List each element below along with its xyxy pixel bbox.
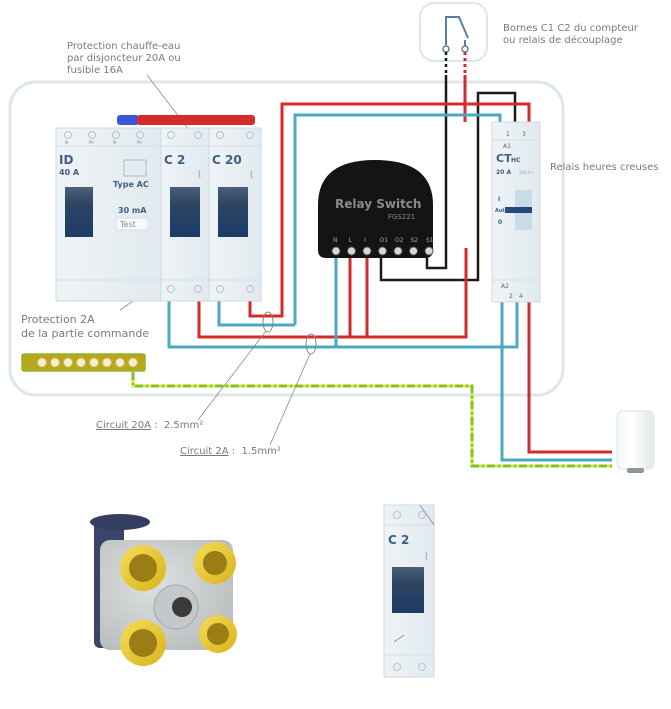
terminal-label: N	[113, 140, 116, 145]
relay-terminal-label: L	[349, 237, 353, 244]
ground-terminal	[89, 357, 99, 368]
terminal-screw	[88, 131, 96, 139]
terminal-screw	[194, 285, 202, 293]
svg-text:3: 3	[522, 131, 526, 138]
breaker-lever[interactable]	[392, 567, 424, 613]
terminal-screw	[167, 131, 175, 139]
test-label: Test	[119, 220, 136, 229]
terminal-screw	[112, 131, 120, 139]
terminal-screw	[216, 131, 224, 139]
terminal-screw	[246, 131, 254, 139]
schematic-icon	[123, 159, 147, 177]
curve-icon: ⌇	[424, 552, 429, 563]
svg-text:0: 0	[498, 219, 502, 226]
terminal-screw	[167, 285, 175, 293]
water-heater-protection-note: Protection chauffe-eau par disjoncteur 2…	[67, 41, 181, 76]
relay-terminal-label: I	[364, 237, 366, 244]
cable-marker-20a	[262, 311, 274, 333]
ground-bar	[21, 353, 146, 372]
relay-terminal-label: S2	[411, 237, 419, 244]
svg-text:4: 4	[519, 293, 523, 300]
breaker-name: C 2	[388, 533, 409, 547]
relay-switch-model: FGS221	[388, 213, 415, 221]
contactor-name: CT	[496, 152, 512, 165]
terminal-screw	[194, 131, 202, 139]
terminal-screw	[216, 285, 224, 293]
svg-text:A2: A2	[501, 283, 509, 290]
terminal-label: N	[65, 140, 68, 145]
circuit-2a-note: Circuit 2A : 1.5mm²	[180, 446, 281, 457]
svg-text:230 V~: 230 V~	[519, 170, 534, 175]
breaker-c20: C 20 ⌇	[208, 127, 262, 302]
ground-terminal	[50, 357, 60, 368]
svg-text:1: 1	[506, 131, 510, 138]
curve-icon: ⌇	[249, 170, 254, 181]
circuit-2a-section: 1.5mm²	[241, 446, 281, 457]
svg-text:A1: A1	[503, 143, 511, 150]
breaker-lever[interactable]	[65, 187, 93, 237]
svg-text:I: I	[498, 196, 500, 203]
control-protection-note: Protection 2A de la partie commande	[21, 313, 150, 340]
breaker-c2-standalone: C 2 ⌇	[383, 504, 435, 678]
relay-terminal-screw	[331, 246, 341, 256]
terminal-screw	[64, 131, 72, 139]
offpeak-relay-note: Relais heures creuses	[550, 162, 659, 173]
control-wires	[379, 52, 517, 282]
ventilation-unit	[90, 514, 237, 666]
busbar	[117, 115, 255, 125]
relay-terminal-label: O2	[395, 237, 404, 244]
test-button[interactable]	[115, 217, 149, 231]
meter-terminals-box	[419, 2, 488, 62]
contactor-subscript: HC	[511, 157, 521, 164]
breaker-name: ID	[59, 153, 73, 167]
differential-breaker: ID 40 A Type AC 30 mA Test N Ph N Ph	[55, 127, 162, 302]
relay-terminal-screw	[409, 246, 418, 256]
relay-switch-name: Relay Switch	[335, 197, 421, 211]
terminal-screw	[136, 131, 144, 139]
circuit-20a-section: 2.5mm²	[163, 420, 204, 431]
relay-terminal-screw	[393, 246, 403, 256]
relay-terminal-screw	[424, 246, 434, 256]
ground-terminal	[115, 357, 125, 368]
breaker-type: Type AC	[113, 180, 149, 189]
relay-terminal-screw	[378, 246, 387, 256]
offpeak-contactor: 1 3 A1 CT HC 20 A 230 V~ I Auto 0 A2 2 4	[491, 121, 541, 303]
circuit-20a-label: Circuit 20A	[96, 420, 151, 431]
breaker-lever[interactable]	[170, 187, 200, 237]
meter-terminals-note: Bornes C1 C2 du compteur ou relais de dé…	[503, 23, 638, 46]
relay-terminal-screw	[347, 246, 356, 256]
terminal-label: Ph	[89, 140, 94, 145]
earth-wire	[131, 372, 612, 468]
breaker-c2: C 2 ⌇	[160, 127, 210, 302]
ground-terminal	[102, 357, 112, 368]
breaker-name: C 2	[164, 153, 185, 167]
switch-contact-icon	[445, 16, 469, 45]
relay-terminal-label: S1	[426, 237, 434, 244]
ground-terminal	[63, 357, 73, 368]
cable-marker-2a	[305, 333, 317, 355]
breaker-lever[interactable]	[218, 187, 248, 237]
relay-switch-module: Relay Switch FGS221 N L I O1 O2 S2 S1	[318, 160, 434, 258]
svg-text:Auto: Auto	[495, 208, 509, 214]
water-heater	[616, 410, 655, 473]
ground-terminal	[37, 357, 47, 368]
phase-wires	[197, 52, 612, 454]
terminal-label: Ph	[137, 140, 142, 145]
relay-terminal-screw	[362, 246, 372, 256]
svg-text:2: 2	[509, 293, 513, 300]
svg-text:20 A: 20 A	[496, 169, 511, 176]
breaker-name: C 20	[212, 153, 242, 167]
relay-terminal-label: N	[333, 237, 338, 244]
breaker-sensitivity: 30 mA	[118, 206, 147, 215]
terminal-screw	[246, 285, 254, 293]
ground-terminal	[128, 357, 138, 368]
curve-icon: ⌇	[197, 170, 202, 181]
ground-terminal	[76, 357, 86, 368]
relay-terminal-label: O1	[380, 237, 389, 244]
circuit-2a-label: Circuit 2A	[180, 446, 229, 457]
breaker-rating: 40 A	[59, 168, 80, 177]
circuit-20a-note: Circuit 20A : 2.5mm²	[96, 420, 204, 431]
neutral-wires	[167, 113, 612, 462]
